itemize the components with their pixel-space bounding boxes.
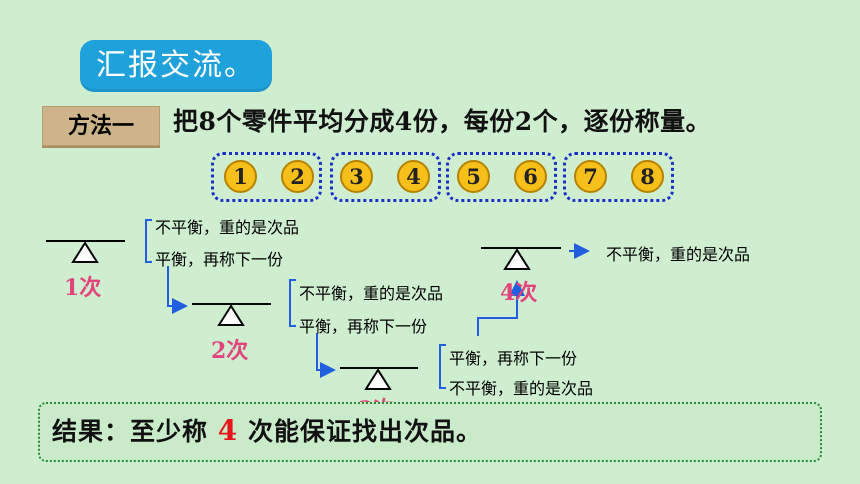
result-box xyxy=(38,402,822,462)
outcome-label: 不平衡，重的是次品 xyxy=(606,245,751,264)
part-ball: 2 xyxy=(281,160,314,193)
part-group-2 xyxy=(330,152,441,202)
balance-scale-icon xyxy=(192,303,271,326)
balance-scale-icon xyxy=(46,240,125,263)
outcome-label: 平衡，再称下一份 xyxy=(449,349,578,368)
result-prefix: 结果：至少称 xyxy=(52,417,209,446)
balance-scale-icon xyxy=(340,367,418,390)
weighing-count-1: 1次 xyxy=(64,275,102,301)
part-ball: 1 xyxy=(224,160,257,193)
section-title-badge: 汇报交流。 xyxy=(80,40,272,92)
outcome-label: 平衡，再称下一份 xyxy=(299,317,428,336)
part-group-1 xyxy=(211,152,322,202)
result-number: 4 xyxy=(217,414,239,447)
outcome-label: 不平衡，重的是次品 xyxy=(449,379,594,398)
method-description: 把8个零件平均分成4份，每份2个，逐份称量。 xyxy=(173,107,712,136)
part-ball: 7 xyxy=(574,160,607,193)
outcome-label: 不平衡，重的是次品 xyxy=(155,218,300,237)
part-ball: 4 xyxy=(397,160,430,193)
balance-scale-icon xyxy=(481,247,561,270)
part-ball: 6 xyxy=(514,160,547,193)
part-group-4 xyxy=(563,152,674,202)
result-suffix: 次能保证找出次品。 xyxy=(247,417,482,446)
outcome-label: 不平衡，重的是次品 xyxy=(299,284,444,303)
weighing-count-2: 2次 xyxy=(211,338,249,364)
part-ball: 8 xyxy=(631,160,664,193)
part-ball: 5 xyxy=(457,160,490,193)
weighing-count-4: 4次 xyxy=(500,280,538,306)
outcome-label: 平衡，再称下一份 xyxy=(155,250,284,269)
method-tag: 方法一 xyxy=(42,106,160,146)
part-group-3 xyxy=(446,152,557,202)
result-text: 结果：至少称 4 次能保证找出次品。 xyxy=(52,412,482,448)
part-ball: 3 xyxy=(340,160,373,193)
